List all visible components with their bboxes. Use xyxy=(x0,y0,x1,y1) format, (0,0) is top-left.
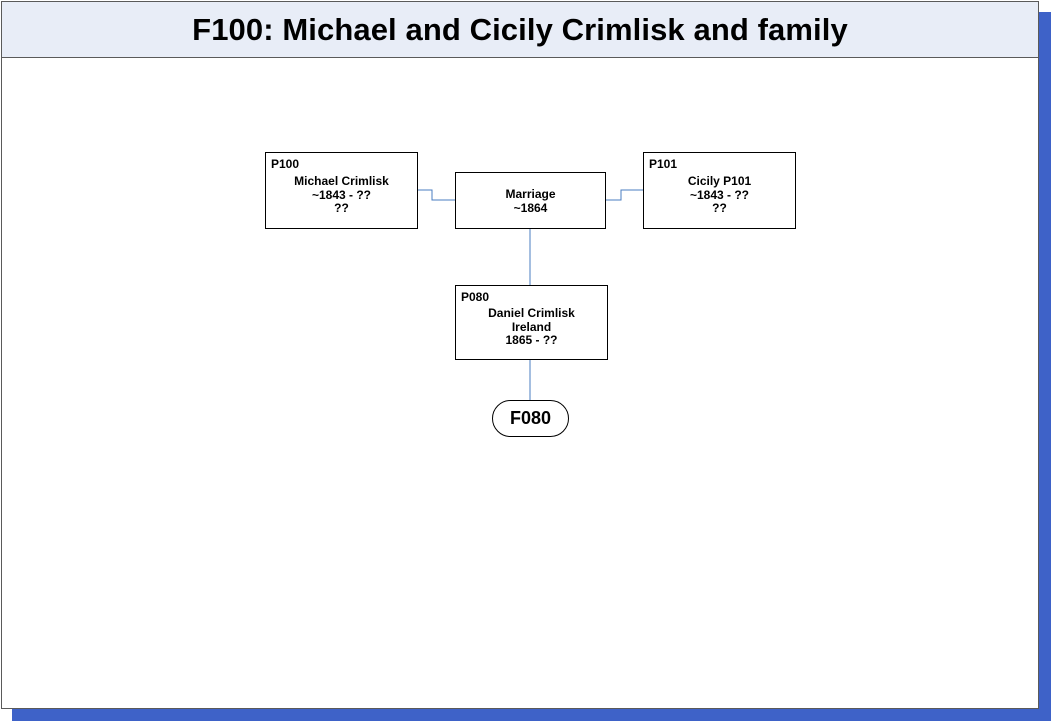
family-link-label: F080 xyxy=(509,408,552,428)
person-box-p101[interactable]: P101 Cicily P101 ~1843 - ?? ?? xyxy=(643,152,796,229)
connector-wife-marriage xyxy=(606,189,643,201)
person-place: ?? xyxy=(712,201,727,215)
person-place: ?? xyxy=(334,201,349,215)
connector-lines xyxy=(417,189,643,400)
marriage-label: Marriage xyxy=(505,186,556,201)
person-place: Ireland xyxy=(511,319,552,334)
connector-husband-marriage xyxy=(417,189,455,201)
diagram-page: F100: Michael and Cicily Crimlisk and fa… xyxy=(1,1,1039,709)
person-id: P101 xyxy=(649,157,678,171)
person-box-p100[interactable]: P100 Michael Crimlisk ~1843 - ?? ?? xyxy=(265,152,418,229)
person-id: P080 xyxy=(461,290,490,304)
marriage-box[interactable]: Marriage ~1864 xyxy=(455,172,606,229)
person-box-p080[interactable]: P080 Daniel Crimlisk Ireland 1865 - ?? xyxy=(455,285,608,360)
person-dates: ~1843 - ?? xyxy=(689,187,750,202)
person-dates: 1865 - ?? xyxy=(505,333,558,347)
person-id: P100 xyxy=(271,157,300,171)
person-name: Michael Crimlisk xyxy=(294,174,389,188)
marriage-date: ~1864 xyxy=(513,200,548,215)
page-title: F100: Michael and Cicily Crimlisk and fa… xyxy=(192,11,848,47)
person-dates: ~1843 - ?? xyxy=(311,187,372,202)
person-name: Daniel Crimlisk xyxy=(488,306,575,320)
person-name: Cicily P101 xyxy=(687,174,752,188)
family-link-f080[interactable]: F080 xyxy=(492,400,569,437)
title-bar: F100: Michael and Cicily Crimlisk and fa… xyxy=(2,2,1038,58)
